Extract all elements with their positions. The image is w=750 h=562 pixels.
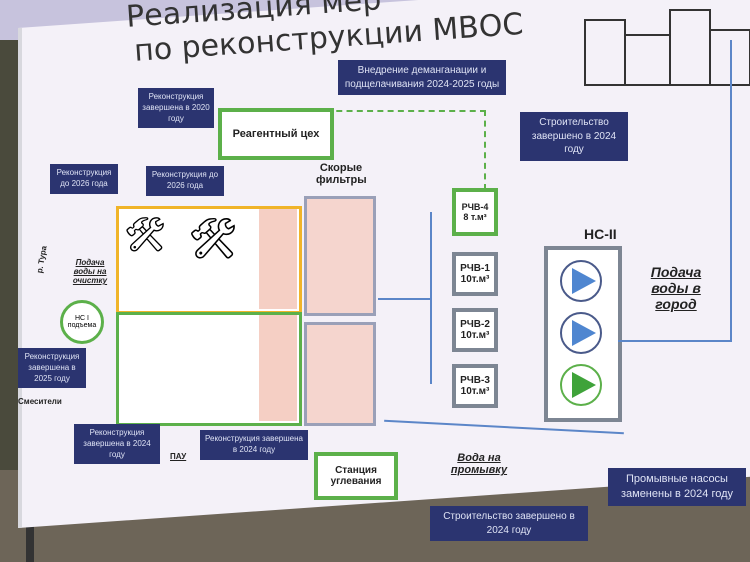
pipe	[378, 298, 430, 300]
tank-volume: 8 т.м³	[463, 212, 487, 222]
settlers-planned-block: 🛠 🛠	[116, 206, 302, 314]
wash-pump-icon	[560, 364, 602, 406]
callout-settlers-2024: Реконструкция завершена в 2024 году	[200, 430, 308, 460]
settler-zone	[259, 315, 297, 421]
pipe	[430, 212, 432, 384]
coal-station-box: Станция углевания	[314, 452, 398, 500]
callout-mixers-2024: Реконструкция завершена в 2024 году	[74, 424, 160, 465]
intake-label: Подача воды на очистку	[72, 258, 108, 285]
filter-top	[304, 196, 376, 316]
settler-zone	[259, 209, 297, 309]
tools-icon: 🛠	[187, 217, 239, 261]
ns2-label: НС-II	[584, 226, 617, 242]
dashed-reagent-line	[326, 110, 486, 112]
callout-coal-2024: Строительство завершено в 2024 году	[430, 506, 588, 541]
callout-ns1-2025: Реконструкция завершена в 2025 году	[18, 348, 86, 389]
tank-name: РЧВ-3	[460, 375, 490, 386]
callout-rchv4-2024: Строительство завершено в 2024 году	[520, 112, 628, 161]
tank-volume: 10т.м³	[460, 274, 490, 285]
mixers-block	[116, 312, 302, 426]
dashed-reagent-down	[484, 110, 486, 190]
callout-demanganation: Внедрение деманганации и подщелачивания …	[338, 60, 506, 95]
tank-name: РЧВ-4	[461, 202, 489, 212]
callout-reagent-2020: Реконструкция завершена в 2020 году	[138, 88, 214, 129]
pump-icon	[560, 260, 602, 302]
callout-recon-2026-a: Реконструкция до 2026 года	[50, 164, 118, 194]
ns1-pump-station: НС I подъема	[60, 300, 104, 344]
tank-name: РЧВ-1	[460, 263, 490, 274]
tank-volume: 10т.м³	[460, 386, 490, 397]
tank-name: РЧВ-2	[460, 319, 490, 330]
ns2-station	[544, 246, 622, 422]
city-supply-label: Подача воды в город	[650, 264, 702, 312]
mixers-label: Смесители	[18, 397, 62, 406]
pau-label: ПАУ	[170, 452, 187, 461]
tree	[0, 40, 22, 480]
wash-water-label: Вода на промывку	[450, 452, 508, 476]
filter-bottom	[304, 322, 376, 426]
filters-label: Скорые фильтры	[316, 162, 367, 186]
reagent-shop-box: Реагентный цех	[218, 108, 334, 160]
tools-icon: 🛠	[123, 216, 167, 254]
city-pipe	[730, 40, 732, 342]
callout-pumps-replaced: Промывные насосы заменены в 2024 году	[608, 468, 746, 506]
pump-icon	[560, 312, 602, 354]
callout-recon-2026-b: Реконструкция до 2026 года	[146, 166, 224, 196]
city-pipe	[618, 340, 730, 342]
tank-volume: 10т.м³	[460, 330, 490, 341]
city-buildings-icon	[584, 9, 750, 86]
